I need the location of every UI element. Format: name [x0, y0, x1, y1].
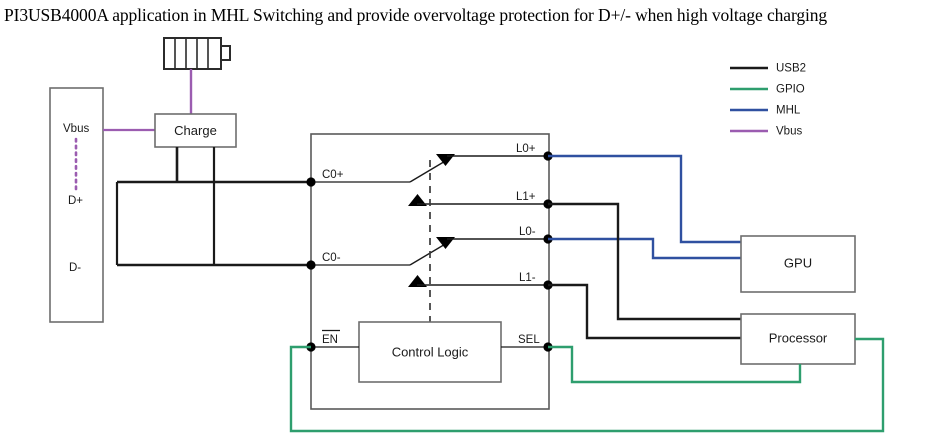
- wire-mhl-l0plus-gpu: [548, 154, 741, 244]
- legend-label-vbus: Vbus: [776, 126, 802, 138]
- charge-block: Charge: [154, 113, 237, 148]
- switch-arrow-l0minus: [436, 237, 455, 249]
- legend-label-usb2: USB2: [776, 63, 806, 75]
- ic-left-pins: C0+ C0-: [306, 169, 410, 270]
- legend-label-mhl: MHL: [776, 105, 801, 117]
- wire-gpio-en-processor: [289, 337, 885, 433]
- gpu-label: GPU: [784, 255, 812, 270]
- wire-usb2-l1minus-processor: [548, 283, 741, 340]
- page-title: PI3USB4000A application in MHL Switching…: [4, 5, 828, 25]
- wire-usb2-l1plus-processor: [548, 202, 741, 321]
- ic-enable-pin: EN: [306, 329, 359, 352]
- pin-label-c0plus: C0+: [322, 169, 344, 181]
- battery-icon: [163, 37, 231, 70]
- charge-label: Charge: [174, 123, 217, 138]
- pin-label-dminus: D-: [69, 262, 81, 274]
- switch-upper: [408, 154, 548, 206]
- legend: USB2 GPIO MHL Vbus: [730, 63, 806, 138]
- wire-gpio-sel-processor: [548, 345, 802, 384]
- switch-arrow-l1plus: [408, 194, 427, 206]
- legend-item-usb2: USB2: [730, 63, 806, 75]
- legend-item-mhl: MHL: [730, 105, 801, 117]
- pin-dot-c0plus: [306, 177, 316, 187]
- switch-arm-c0plus: [409, 159, 448, 183]
- pin-label-dplus: D+: [68, 195, 83, 207]
- pin-label-vbus: Vbus: [63, 123, 89, 135]
- wire-mhl-l0minus-gpu: [548, 237, 741, 260]
- legend-item-gpio: GPIO: [730, 84, 805, 96]
- processor-block: Processor: [740, 313, 856, 365]
- pin-label-l1plus: L1+: [516, 191, 536, 203]
- switch-lower: [408, 237, 548, 287]
- control-logic-block: Control Logic: [358, 321, 502, 383]
- pin-label-sel: SEL: [518, 334, 540, 346]
- legend-label-gpio: GPIO: [776, 84, 805, 96]
- pin-dot-c0minus: [306, 260, 316, 270]
- switch-arrow-l1minus: [408, 275, 427, 287]
- switch-arrow-l0plus: [436, 154, 455, 166]
- control-logic-label: Control Logic: [392, 344, 469, 359]
- processor-label: Processor: [769, 330, 828, 345]
- gpu-block: GPU: [740, 235, 856, 293]
- circuit-diagram: USB2 GPIO MHL Vbus: [49, 37, 885, 433]
- pin-label-l1minus: L1-: [519, 272, 536, 284]
- legend-item-vbus: Vbus: [730, 126, 802, 138]
- pin-label-l0minus: L0-: [519, 226, 536, 238]
- pin-label-c0minus: C0-: [322, 252, 341, 264]
- switch-arm-c0minus: [409, 242, 448, 266]
- pin-label-en: EN: [322, 334, 338, 346]
- pin-label-l0plus: L0+: [516, 143, 536, 155]
- connector-block: Vbus D+ D-: [49, 87, 104, 323]
